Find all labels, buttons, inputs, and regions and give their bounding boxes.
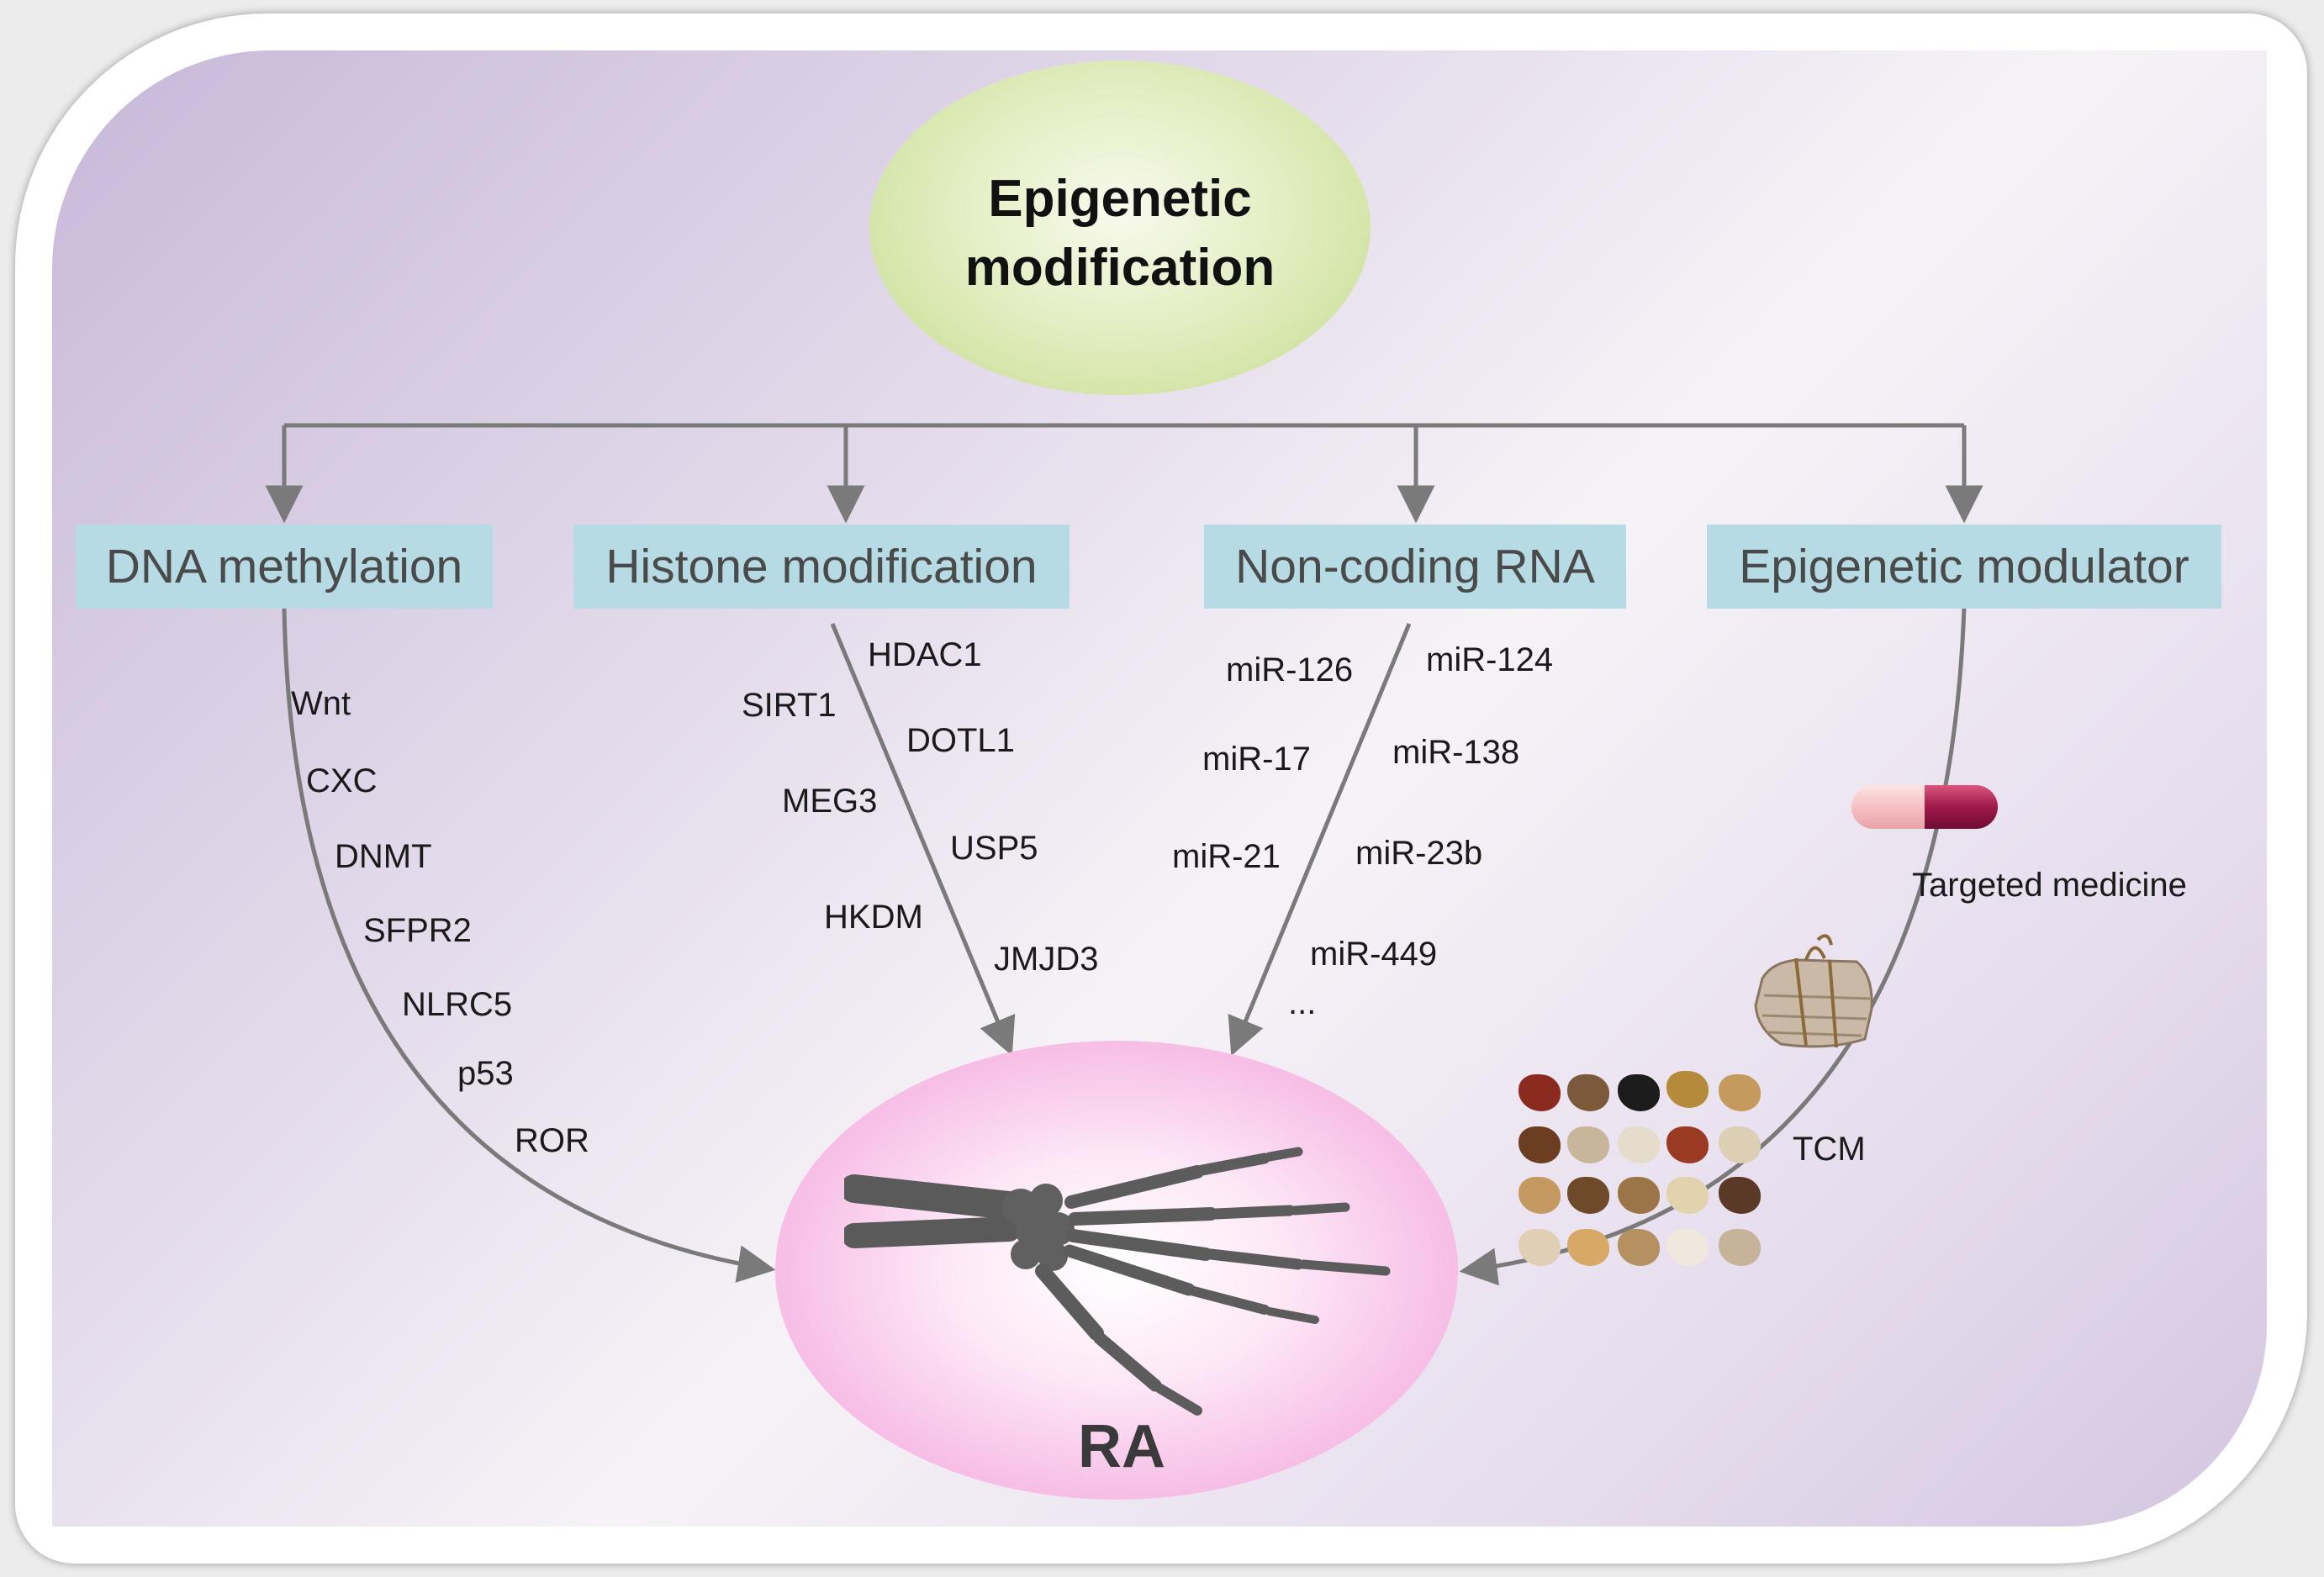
herb-bundle-icon	[1754, 934, 1873, 1048]
category-dna-methylation: DNA methylation	[76, 525, 493, 609]
dna-item-nlrc5: NLRC5	[402, 986, 513, 1023]
ncrna-item-mir-449: miR-449	[1310, 936, 1438, 973]
hand-skeleton-icon	[844, 1147, 1391, 1416]
category-epigenetic-modulator: Epigenetic modulator	[1707, 525, 2221, 609]
histone-item-hkdm: HKDM	[824, 899, 923, 936]
epigenetic-modification-ellipse	[869, 61, 1371, 395]
histone-item-usp5: USP5	[950, 830, 1038, 867]
dna-item-ror: ROR	[515, 1122, 589, 1159]
histone-item-dotl1: DOTL1	[906, 722, 1015, 759]
arrow-ncrna-to-ra	[1228, 623, 1412, 1057]
arrow-modulator-to-ra	[1459, 606, 1967, 1286]
ncrna-item-mir-17: miR-17	[1202, 741, 1311, 778]
modulator-item-targeted-medicine: Targeted medicine	[1912, 867, 2187, 904]
histone-item-jmjd3: JMJD3	[994, 941, 1099, 978]
dna-item-dnmt: DNMT	[335, 838, 432, 875]
diagram-title: Epigenetic modification	[869, 165, 1371, 303]
arrow-dna-to-ra	[282, 606, 776, 1283]
ncrna-item-mir-23b: miR-23b	[1355, 835, 1483, 872]
dna-item-sfpr2: SFPR2	[363, 912, 472, 949]
histone-item-sirt1: SIRT1	[742, 687, 837, 724]
ncrna-item-ellipsis: ...	[1288, 984, 1317, 1021]
ra-label: RA	[1078, 1413, 1165, 1480]
histone-item-hdac1: HDAC1	[868, 636, 982, 673]
ncrna-item-mir-138: miR-138	[1392, 734, 1520, 771]
ncrna-item-mir-124: miR-124	[1426, 641, 1554, 678]
ncrna-item-mir-126: miR-126	[1226, 651, 1354, 688]
dna-item-cxc: CXC	[306, 762, 378, 799]
category-histone-modification: Histone modification	[573, 525, 1070, 609]
dna-item-p53: p53	[457, 1055, 514, 1092]
pill-icon	[1851, 785, 1998, 829]
histone-item-meg3: MEG3	[782, 783, 878, 820]
title-line-1: Epigenetic	[988, 170, 1252, 228]
dna-item-wnt: Wnt	[291, 685, 351, 722]
arrow-histone-to-ra	[830, 623, 1016, 1057]
modulator-item-tcm: TCM	[1793, 1131, 1866, 1168]
ncrna-item-mir-21: miR-21	[1172, 838, 1281, 875]
title-line-2: modification	[964, 239, 1276, 297]
category-non-coding-rna: Non-coding RNA	[1204, 525, 1626, 609]
